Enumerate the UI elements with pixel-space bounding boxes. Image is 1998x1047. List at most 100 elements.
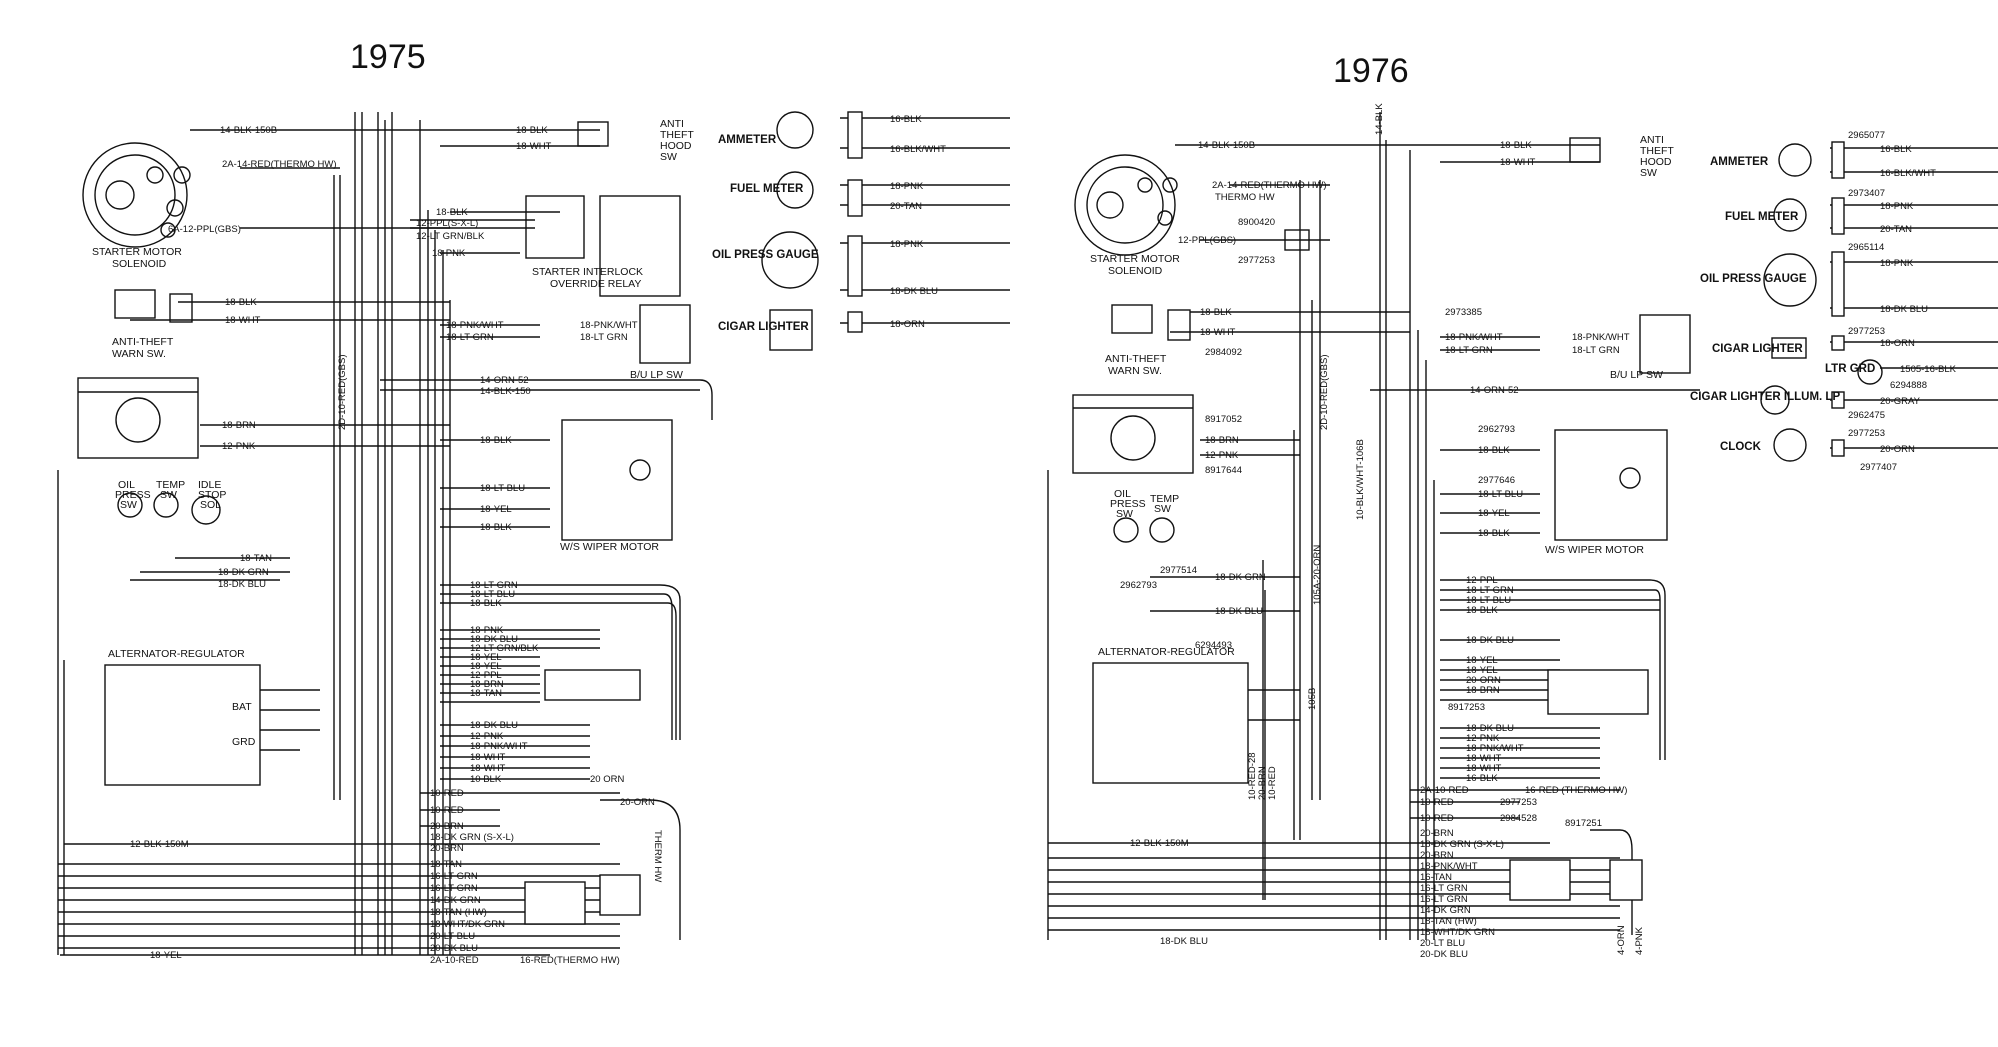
wire-label: 8917644 bbox=[1205, 465, 1242, 476]
gauge-wire-label: 20-TAN bbox=[890, 201, 922, 212]
gauge-wire-label: 18-PNK bbox=[1880, 258, 1914, 269]
gauge-wire-label: 18-PNK bbox=[890, 239, 924, 250]
wire-label: 2A-10-RED bbox=[430, 955, 479, 966]
component-label: TEMP bbox=[156, 479, 185, 491]
wire-label: 10-RED-28 bbox=[1247, 752, 1258, 800]
wire-label: 18-LT BLU bbox=[480, 483, 525, 494]
wire-label: 18-DK BLU bbox=[1466, 723, 1514, 734]
wire-label: 8917052 bbox=[1205, 414, 1242, 425]
component-label: SOLENOID bbox=[1108, 265, 1163, 277]
wire-label: 18-PNK/WHT bbox=[580, 320, 638, 331]
component-label: STARTER INTERLOCK bbox=[532, 266, 643, 278]
wire-label: 18-WHT bbox=[1466, 763, 1502, 774]
component-label: OIL bbox=[1114, 488, 1131, 500]
wire-label: 18-BLK bbox=[480, 435, 512, 446]
wire-label: 18-BRN bbox=[470, 679, 504, 690]
component-label: THEFT bbox=[1640, 145, 1674, 157]
wire-label: 14-BLK bbox=[1374, 103, 1385, 135]
wire-label: 14-BLK-150B bbox=[1198, 140, 1255, 151]
wire-label: 18-LT BLU bbox=[1478, 489, 1523, 500]
gauge-wire-label: 16-BLK bbox=[890, 114, 922, 125]
wire-label: THERMO HW bbox=[1215, 192, 1275, 203]
wire-label: 18-YEL bbox=[150, 950, 182, 961]
component-label: GRD bbox=[232, 736, 256, 748]
wire-label: 18-PNK/WHT bbox=[446, 320, 504, 331]
component-label: OVERRIDE RELAY bbox=[550, 278, 641, 290]
component-label: IDLE bbox=[198, 479, 221, 491]
gauge-wire-label: 16-BLK/WHT bbox=[1880, 168, 1936, 179]
wire-label: 18-BLK bbox=[516, 125, 548, 136]
wire-label: 12-PPL(S-X-L) bbox=[416, 218, 478, 229]
component-label: STARTER MOTOR bbox=[92, 246, 182, 258]
component-label: OIL bbox=[118, 479, 135, 491]
wire-label: 18-WHT/DK GRN bbox=[1420, 927, 1495, 938]
gauge-part-number: 2962475 bbox=[1848, 410, 1885, 421]
wire-label: 18-PNK bbox=[432, 248, 466, 259]
wire-label: 14-BLK-150 bbox=[480, 386, 531, 397]
wire-label: 16-TAN bbox=[1420, 872, 1452, 883]
wire-label: 18-WHT bbox=[1500, 157, 1536, 168]
wire-label: 16-LT GRN bbox=[430, 883, 478, 894]
wire-label: 18-PNK/WHT bbox=[1572, 332, 1630, 343]
wire-label: 20-BRN bbox=[430, 843, 464, 854]
wire-label: 2984528 bbox=[1500, 813, 1537, 824]
wire-label: 18-DK GRN (S-X-L) bbox=[1420, 839, 1504, 850]
wire-label: 18-DK GRN bbox=[1215, 572, 1266, 583]
wire-label: 16-BLK bbox=[1466, 773, 1498, 784]
gauge-wire-label: 18-ORN bbox=[890, 319, 925, 330]
component-label: PRESS bbox=[1110, 498, 1146, 510]
wire-label: 20-BRN bbox=[1257, 766, 1268, 800]
wire-label: 16-LT GRN bbox=[430, 871, 478, 882]
gauge-wire-label: 20-ORN bbox=[1880, 444, 1915, 455]
component-label: HOOD bbox=[1640, 156, 1672, 168]
wire-label: 2962793 bbox=[1120, 580, 1157, 591]
gauge-wire-label: 18-PNK bbox=[1880, 201, 1914, 212]
wire-label: 14-BLK-150B bbox=[220, 125, 277, 136]
gauge-part-number: 2977253 bbox=[1848, 326, 1885, 337]
wire-label: 12-PPL bbox=[1466, 575, 1498, 586]
component-label: ALTERNATOR-REGULATOR bbox=[108, 648, 245, 660]
wire-label: 18-LT GRN bbox=[580, 332, 628, 343]
gauge-wire-label: 20-GRAY bbox=[1880, 396, 1921, 407]
wire-label: 18-TAN (HW) bbox=[430, 907, 487, 918]
gauge-label: FUEL METER bbox=[1725, 211, 1799, 223]
wire-label: 18-DK BLU bbox=[218, 579, 266, 590]
wire-label: 18-YEL bbox=[470, 661, 502, 672]
wire-label: 18-TAN (HW) bbox=[1420, 916, 1477, 927]
component-label: TEMP bbox=[1150, 493, 1179, 505]
component-label: PRESS bbox=[115, 489, 151, 501]
gauge-wire-label: 18-DK BLU bbox=[1880, 304, 1928, 315]
wire-label: 12-BLK-150M bbox=[1130, 838, 1189, 849]
wire-label: 18-BLK bbox=[225, 297, 257, 308]
component-label: STARTER MOTOR bbox=[1090, 253, 1180, 265]
wire-label: 18-BRN bbox=[1466, 685, 1500, 696]
gauge-wire-label: 18-ORN bbox=[1880, 338, 1915, 349]
wire-label: 18-LT GRN bbox=[446, 332, 494, 343]
component-label: ANTI bbox=[1640, 134, 1664, 146]
wire-label: 20-LT BLU bbox=[430, 931, 475, 942]
component-label: SW bbox=[120, 499, 137, 511]
gauge-label: FUEL METER bbox=[730, 183, 804, 195]
wire-label: 20 ORN bbox=[590, 774, 624, 785]
wire-label: 10 BLK bbox=[470, 774, 502, 785]
gauge-part-number: 2977407 bbox=[1860, 462, 1897, 473]
component-label: W/S WIPER MOTOR bbox=[560, 541, 659, 553]
wire-label: 18-WHT bbox=[1466, 753, 1502, 764]
wire-label: 2977253 bbox=[1500, 797, 1537, 808]
wire-label: 18-DK BLU bbox=[1215, 606, 1263, 617]
component-label: SW bbox=[160, 489, 177, 501]
gauge-part-number: 2973407 bbox=[1848, 188, 1885, 199]
wire-label: 18-BLK bbox=[1466, 605, 1498, 616]
wire-label: 18-PNK/WHT bbox=[1466, 743, 1524, 754]
wire-label: 14-DK GRN bbox=[430, 895, 481, 906]
wire-label: 18-WHT bbox=[516, 141, 552, 152]
wire-label: 12-PNK bbox=[1205, 450, 1239, 461]
wire-label: 18-PNK/WHT bbox=[470, 741, 528, 752]
wire-label: 16-RED(THERMO HW) bbox=[520, 955, 620, 966]
wire-label: 18-WHT/DK GRN bbox=[430, 919, 505, 930]
gauge-wire-label: 1505-16-BLK bbox=[1900, 364, 1957, 375]
component-label: W/S WIPER MOTOR bbox=[1545, 544, 1644, 556]
gauge-wire-label: 18-DK BLU bbox=[890, 286, 938, 297]
wire-label: 18-BLK bbox=[1478, 528, 1510, 539]
